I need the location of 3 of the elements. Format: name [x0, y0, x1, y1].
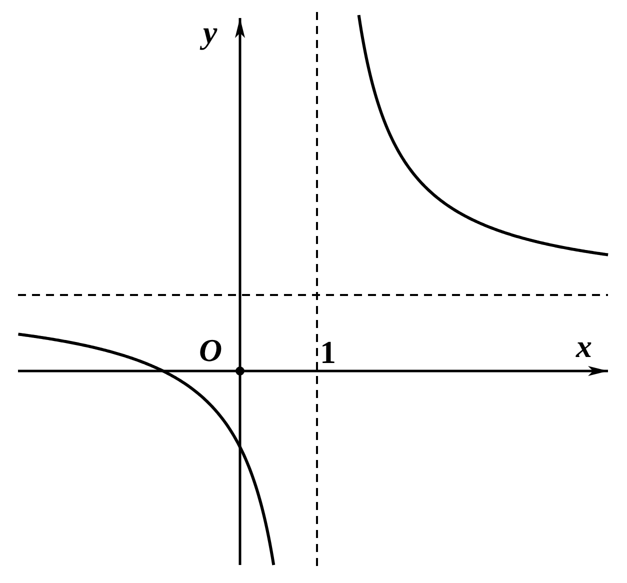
tick-label: 1: [320, 336, 336, 368]
origin-label: O: [199, 334, 222, 366]
axis-label: x: [576, 330, 592, 362]
